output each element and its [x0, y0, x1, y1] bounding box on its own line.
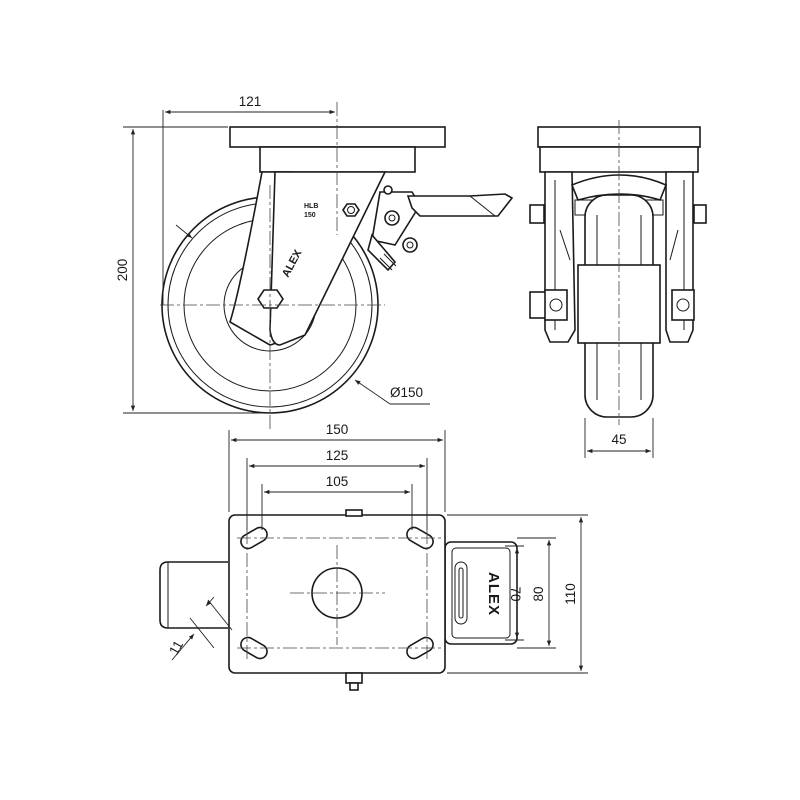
- dim-wheel-diameter: Ø150: [390, 385, 423, 400]
- dim-plate-width: 110: [563, 583, 578, 605]
- slot-bottom-right: [406, 636, 434, 660]
- brake-pedal: [406, 193, 514, 217]
- fork-code-2: 150: [304, 212, 316, 219]
- dim-wheel-width: 45: [611, 432, 626, 447]
- fork-code-1: HLB: [304, 203, 318, 210]
- dim-hole-inner: 105: [326, 474, 349, 489]
- fork-bolt: [342, 203, 360, 217]
- slot-top-right: [406, 526, 434, 550]
- top-view: ALEX 150 125: [159, 422, 588, 691]
- side-housing: [159, 561, 228, 629]
- dim-hole-width-outer: 80: [531, 586, 546, 601]
- dim-offset: 121: [239, 94, 262, 109]
- brake-assembly: [367, 185, 421, 272]
- grease-nipple: [345, 672, 363, 684]
- top-plate: [229, 126, 446, 148]
- dim-hole-outer: 125: [326, 448, 349, 463]
- swivel-head: [259, 146, 416, 173]
- dim-plate-length: 150: [326, 422, 349, 437]
- pedal-housing: [444, 541, 518, 645]
- front-view: 45: [529, 120, 707, 458]
- dim-hole-width-inner: 70: [508, 586, 523, 601]
- side-view: HLB 150 ALEX 121 200: [115, 94, 514, 430]
- dim-height: 200: [115, 259, 130, 282]
- axle-nut: [257, 289, 284, 309]
- dim-slot-size: 11: [166, 638, 186, 658]
- axle-nut-right: [671, 289, 695, 321]
- brand-text: ALEX: [485, 572, 502, 616]
- axle-nut-left: [529, 291, 547, 319]
